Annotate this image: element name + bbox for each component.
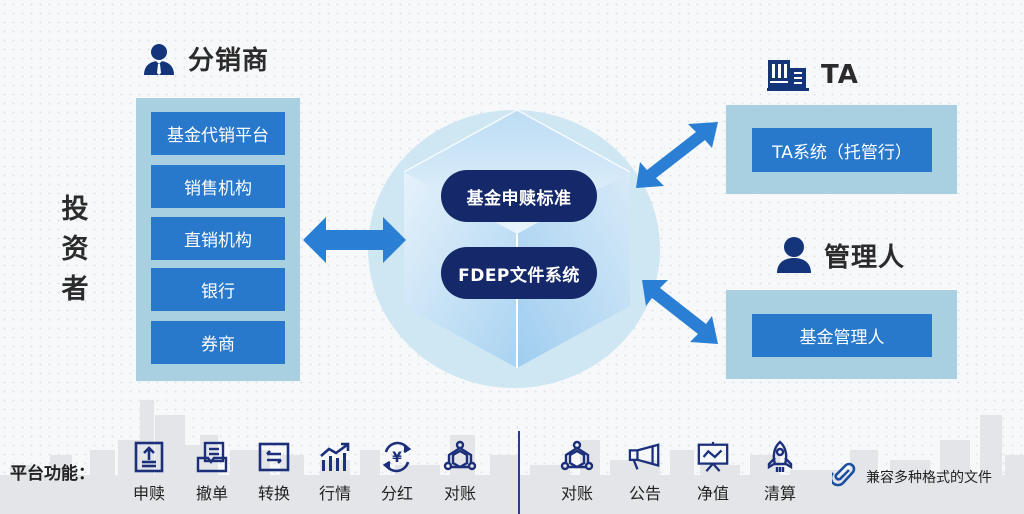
inbox-document-icon [195,440,229,474]
feature-subscribe-redeem: 申赎 [124,440,174,504]
feature-market: 行情 [310,440,360,504]
manager-heading: 管理人 [776,236,905,274]
upload-icon [132,440,166,474]
fdep-file-system-pill: FDEP文件系统 [441,247,597,299]
ta-system-box: TA系统（托管行） [752,128,932,172]
distributor-item: 直销机构 [151,217,285,260]
manager-panel: 基金管理人 [726,290,957,379]
feature-label: 行情 [318,484,351,503]
investor-char: 者 [61,274,89,305]
distributor-item: 银行 [151,268,285,311]
distributor-item: 销售机构 [151,165,285,208]
distributor-title: 分销商 [188,46,270,76]
double-arrow-ta [636,122,718,188]
feature-net-value: 净值 [688,440,738,504]
distributor-item: 券商 [151,321,285,364]
feature-label: 对账 [560,484,593,503]
fund-manager-box: 基金管理人 [752,314,932,357]
feature-clearing: 清算 [755,440,805,504]
distributor-item: 基金代销平台 [151,112,285,155]
feature-conversion: 转换 [249,440,299,504]
feature-cancel-order: 撤单 [187,440,237,504]
feature-reconcile-right: 对账 [552,440,602,504]
businessman-icon [142,42,176,76]
svg-text:¥: ¥ [392,450,402,466]
building-icon [765,58,809,92]
investor-label: 投 资 者 [58,190,92,310]
investor-char: 投 [61,194,89,225]
platform-functions-label: 平台功能： [10,464,95,484]
manager-title: 管理人 [824,242,906,273]
hub-cube [403,109,631,368]
person-icon [776,236,812,274]
feature-label: 申赎 [132,484,165,503]
feature-label: 转换 [257,484,290,503]
feature-label: 净值 [696,484,729,503]
feature-label: 公告 [628,484,661,503]
rocket-icon [763,440,797,474]
yen-cycle-icon: ¥ [380,440,414,474]
fund-standard-pill: 基金申赎标准 [441,170,597,222]
feature-label: 清算 [763,484,796,503]
distributor-heading: 分销商 [142,40,269,77]
ta-title: TA [821,60,859,90]
compat-text: 兼容多种格式的文件 [866,470,992,486]
feature-announcement: 公告 [620,440,670,504]
exchange-icon [257,440,291,474]
network-hub-icon [560,440,594,474]
feature-dividend: ¥ 分红 [372,440,422,504]
divider [518,431,520,514]
network-hub-icon [443,440,477,474]
ta-heading: TA [765,58,859,92]
feature-label: 分红 [380,484,413,503]
feature-label: 撤单 [195,484,228,503]
ta-panel: TA系统（托管行） [726,105,957,194]
megaphone-icon [628,440,662,474]
feature-reconcile: 对账 [435,440,485,504]
presentation-chart-icon [696,440,730,474]
double-arrow-manager [642,280,718,344]
market-chart-icon [318,440,352,474]
investor-char: 资 [61,234,89,265]
feature-label: 对账 [443,484,476,503]
file-compatibility-note: 兼容多种格式的文件 [829,462,992,492]
double-arrow-left [303,217,406,263]
distributor-panel: 基金代销平台 销售机构 直销机构 银行 券商 [136,98,300,381]
paperclip-icon [829,462,856,492]
